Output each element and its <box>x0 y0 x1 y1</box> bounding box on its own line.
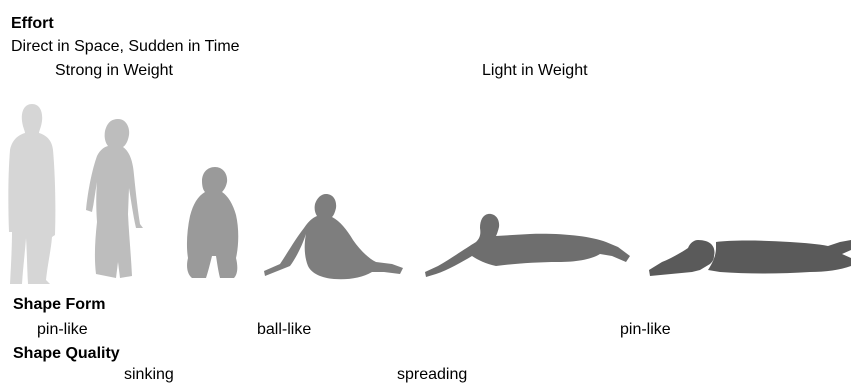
figure-sequence <box>0 0 851 300</box>
figure-sitting-reclined <box>264 194 403 279</box>
shape-form-label-1: pin-like <box>37 321 88 339</box>
figure-silhouette <box>86 119 143 278</box>
figure-silhouette <box>425 214 630 277</box>
figure-silhouette <box>8 104 55 284</box>
shape-quality-heading: Shape Quality <box>13 345 120 363</box>
figure-standing-side <box>86 119 143 278</box>
shape-form-label-2: ball-like <box>257 321 311 339</box>
figure-crouching <box>187 167 238 278</box>
figure-lying-reaching <box>425 214 630 277</box>
figure-standing-front <box>8 104 55 284</box>
shape-form-label-3: pin-like <box>620 321 671 339</box>
figure-silhouette <box>187 167 238 278</box>
figure-silhouette <box>649 240 851 276</box>
figure-silhouette <box>264 194 403 279</box>
shape-quality-label-2: spreading <box>397 366 467 384</box>
figure-lying-flat <box>649 240 851 276</box>
shape-quality-label-1: sinking <box>124 366 174 384</box>
shape-form-heading: Shape Form <box>13 296 105 314</box>
